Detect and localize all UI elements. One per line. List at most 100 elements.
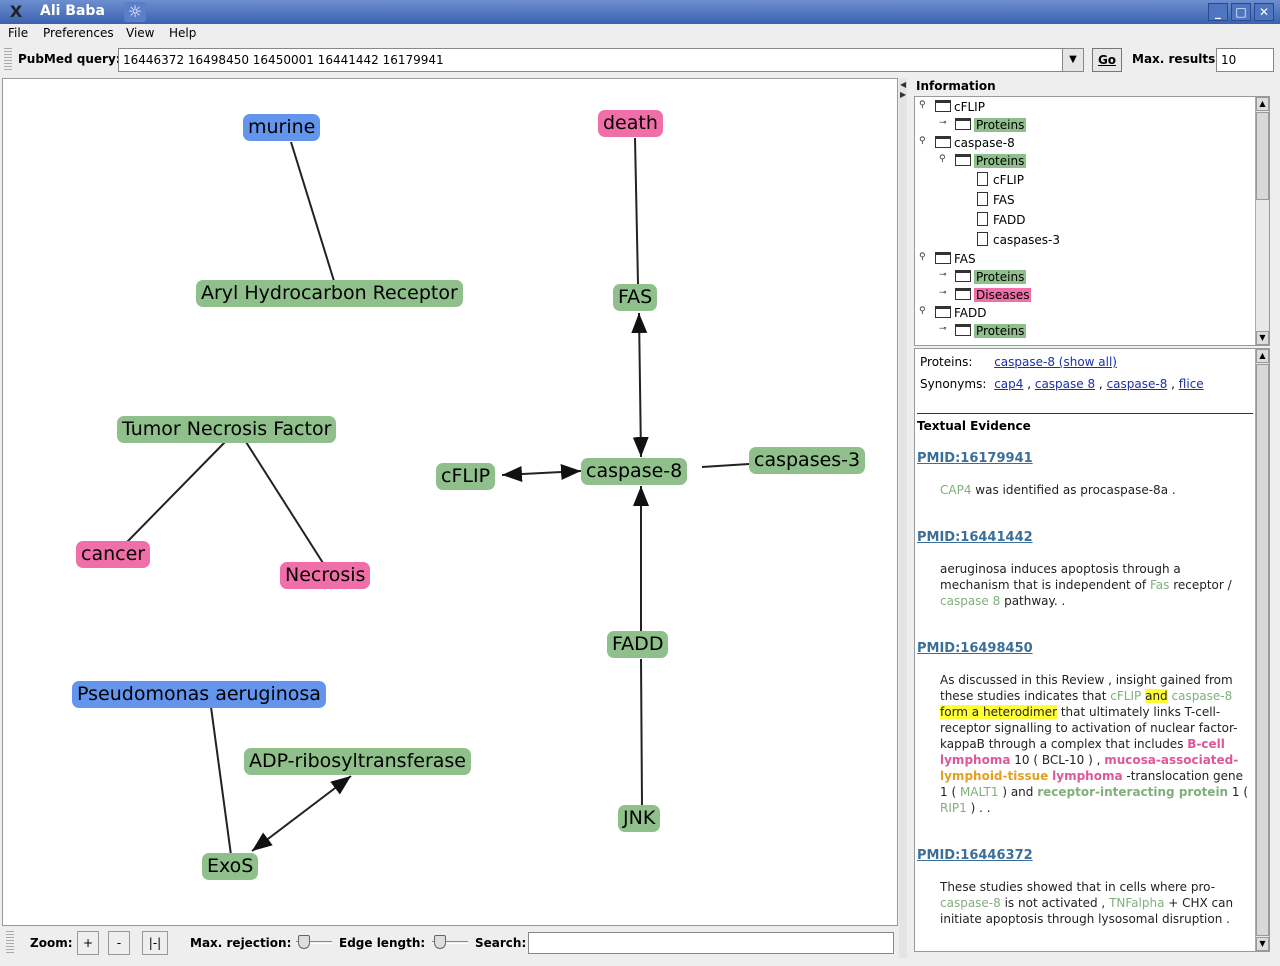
node-pseudomonas-aeruginosa[interactable]: Pseudomonas aeruginosa — [72, 681, 326, 708]
node-jnk[interactable]: JNK — [618, 805, 660, 832]
tree-node-cflip[interactable]: cFLIP — [935, 98, 985, 116]
pmid-link[interactable]: PMID:16498450 — [917, 641, 1033, 656]
graph-canvas[interactable]: murine Aryl Hydrocarbon Receptor Tumor N… — [2, 78, 898, 926]
menu-view[interactable]: View — [126, 26, 154, 40]
slider-thumb[interactable] — [434, 935, 446, 949]
tree-scrollbar[interactable]: ▲ ▼ — [1255, 97, 1269, 345]
node-caspase-8[interactable]: caspase-8 — [581, 458, 687, 485]
folder-icon — [955, 118, 971, 130]
tree-leaf-caspases-3[interactable]: caspases-3 — [977, 231, 1060, 249]
scroll-down-button[interactable]: ▼ — [1256, 937, 1269, 951]
node-necrosis[interactable]: Necrosis — [280, 562, 370, 589]
tree-label: Proteins — [974, 118, 1026, 132]
proteins-row: Proteins: caspase-8 (show all) — [920, 355, 1117, 369]
tree-node-fas[interactable]: FAS — [935, 250, 976, 268]
go-button[interactable]: Go — [1092, 48, 1122, 72]
details-scrollbar[interactable]: ▲ ▼ — [1255, 349, 1269, 951]
node-cancer[interactable]: cancer — [76, 541, 150, 568]
maximize-button[interactable]: □ — [1231, 3, 1251, 21]
menu-help[interactable]: Help — [169, 26, 196, 40]
gnome-foot-icon[interactable]: ☼ — [124, 2, 146, 22]
node-adp-ribosyltransferase[interactable]: ADP-ribosyltransferase — [244, 748, 471, 775]
tree-node-fas-proteins[interactable]: Proteins — [955, 268, 1026, 286]
tree-expand-handle-icon[interactable]: ⚲ — [919, 252, 929, 262]
query-dropdown-button[interactable]: ▼ — [1062, 48, 1084, 72]
zoom-fit-button[interactable]: |-| — [142, 931, 168, 955]
menu-file[interactable]: File — [8, 26, 28, 40]
node-death[interactable]: death — [598, 110, 663, 137]
tree-label: FAS — [954, 252, 976, 266]
splitter-left-arrow-icon[interactable]: ◀ — [900, 80, 906, 89]
pubmed-query-input[interactable]: 16446372 16498450 16450001 16441442 1617… — [118, 48, 1084, 72]
graph-controls-bar: Zoom: + - |-| Max. rejection: Edge lengt… — [0, 928, 898, 958]
max-results-input[interactable]: 10 — [1216, 48, 1274, 72]
search-input[interactable] — [528, 932, 894, 954]
folder-icon — [955, 270, 971, 282]
edge-length-slider[interactable] — [432, 934, 468, 950]
pmid-link[interactable]: PMID:16446372 — [917, 848, 1033, 863]
folder-icon — [955, 154, 971, 166]
scroll-up-button[interactable]: ▲ — [1256, 97, 1269, 111]
synonyms-label: Synonyms: — [920, 377, 986, 391]
close-button[interactable]: ✕ — [1254, 3, 1274, 21]
scroll-thumb[interactable] — [1256, 364, 1269, 936]
zoom-out-button[interactable]: - — [108, 931, 130, 955]
node-caspases-3[interactable]: caspases-3 — [749, 447, 865, 474]
tree-node-fadd-proteins[interactable]: Proteins — [955, 322, 1026, 340]
graph-edges — [3, 79, 898, 926]
toolbar-grip[interactable] — [6, 931, 14, 955]
synonym-link[interactable]: caspase-8 — [1107, 377, 1168, 391]
node-murine[interactable]: murine — [243, 114, 320, 141]
synonym-link[interactable]: caspase 8 — [1035, 377, 1095, 391]
tree-node-fadd[interactable]: FADD — [935, 304, 987, 322]
information-tree[interactable]: ⚲ cFLIP ⊸ Proteins ⚲ caspase-8 ⚲ Protein… — [914, 96, 1270, 346]
panel-splitter[interactable]: ◀ ▶ — [899, 78, 907, 958]
node-tumor-necrosis-factor[interactable]: Tumor Necrosis Factor — [117, 416, 336, 443]
toolbar-grip[interactable] — [4, 48, 12, 72]
document-icon — [977, 192, 988, 206]
tree-expand-handle-icon[interactable]: ⚲ — [919, 136, 929, 146]
synonym-link[interactable]: flice — [1179, 377, 1204, 391]
tree-expand-handle-icon[interactable]: ⊸ — [939, 288, 949, 298]
node-cflip[interactable]: cFLIP — [436, 463, 495, 490]
zoom-in-button[interactable]: + — [77, 931, 99, 955]
synonyms-row: Synonyms: cap4 , caspase 8 , caspase-8 ,… — [920, 377, 1204, 391]
scroll-up-button[interactable]: ▲ — [1256, 349, 1269, 363]
tree-node-caspase-8-proteins[interactable]: Proteins — [955, 152, 1026, 170]
search-label: Search: — [475, 936, 526, 950]
details-panel[interactable]: Proteins: caspase-8 (show all) Synonyms:… — [914, 348, 1270, 952]
tree-node-cflip-proteins[interactable]: Proteins — [955, 116, 1026, 134]
node-fadd[interactable]: FADD — [607, 631, 668, 658]
node-exos[interactable]: ExoS — [202, 853, 258, 880]
node-fas[interactable]: FAS — [613, 284, 657, 311]
proteins-show-all-link[interactable]: caspase-8 (show all) — [994, 355, 1117, 369]
synonym-link[interactable]: cap4 — [994, 377, 1023, 391]
tree-expand-handle-icon[interactable]: ⊸ — [939, 118, 949, 128]
tree-expand-handle-icon[interactable]: ⚲ — [919, 100, 929, 110]
tree-leaf-fas[interactable]: FAS — [977, 191, 1015, 209]
menu-preferences[interactable]: Preferences — [43, 26, 114, 40]
x-logo-icon[interactable]: X — [6, 3, 26, 21]
tree-expand-handle-icon[interactable]: ⚲ — [919, 306, 929, 316]
tree-expand-handle-icon[interactable]: ⚲ — [939, 154, 949, 164]
pmid-link[interactable]: PMID:16441442 — [917, 530, 1033, 545]
chevron-down-icon: ▼ — [1069, 54, 1077, 65]
edge-exos-adp — [252, 776, 351, 851]
tree-node-caspase-8[interactable]: caspase-8 — [935, 134, 1015, 152]
pmid-link[interactable]: PMID:16179941 — [917, 451, 1033, 466]
slider-thumb[interactable] — [298, 935, 310, 949]
tree-label: cFLIP — [993, 173, 1024, 187]
folder-icon — [955, 288, 971, 300]
tree-leaf-cflip[interactable]: cFLIP — [977, 171, 1024, 189]
max-rejection-slider[interactable] — [296, 934, 332, 950]
tree-leaf-fadd[interactable]: FADD — [977, 211, 1026, 229]
scroll-thumb[interactable] — [1256, 112, 1269, 200]
tree-expand-handle-icon[interactable]: ⊸ — [939, 270, 949, 280]
tree-node-fas-diseases[interactable]: Diseases — [955, 286, 1031, 304]
node-aryl-hydrocarbon-receptor[interactable]: Aryl Hydrocarbon Receptor — [196, 280, 463, 307]
folder-icon — [935, 252, 951, 264]
splitter-right-arrow-icon[interactable]: ▶ — [900, 90, 906, 99]
scroll-down-button[interactable]: ▼ — [1256, 331, 1269, 345]
tree-expand-handle-icon[interactable]: ⊸ — [939, 324, 949, 334]
minimize-button[interactable]: _ — [1208, 3, 1228, 21]
